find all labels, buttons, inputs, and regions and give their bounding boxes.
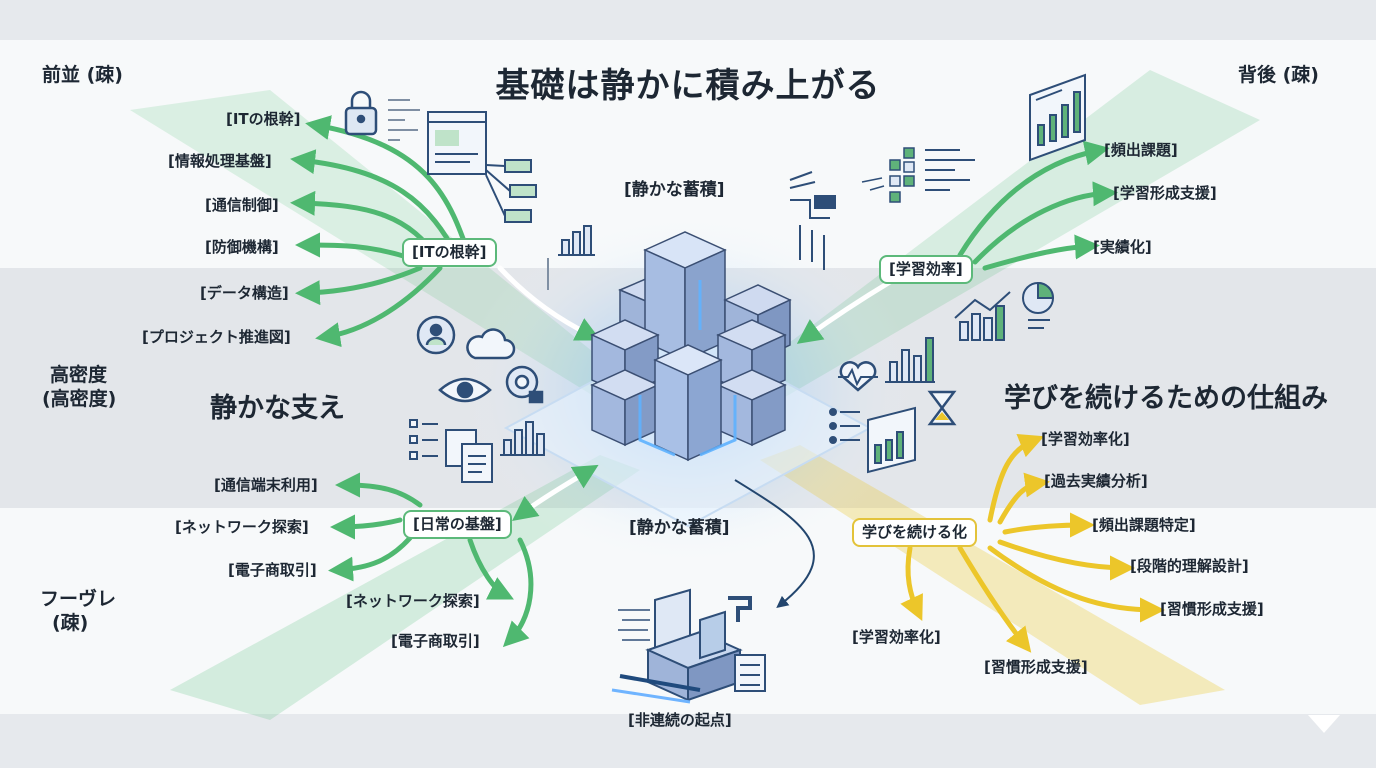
line-chart-icon — [954, 291, 1011, 341]
gear-person-icon — [416, 315, 456, 355]
checklist-right-icon — [829, 408, 860, 444]
branch-label-defense: [防御機構] — [205, 238, 279, 256]
corner-label-mid-left: 高密度 (高密度) — [42, 364, 116, 412]
branch-label-learning-support: [学習形成支援] — [1113, 184, 1217, 202]
label-origin: [非連続の起点] — [628, 711, 732, 729]
hub-learning-efficiency: [学習効率] — [879, 255, 973, 284]
branch-label-network-1: [ネットワーク探索] — [175, 518, 309, 536]
cube-front-center — [653, 344, 723, 462]
branch-label-efficiency-2: [学習効率化] — [852, 628, 941, 646]
gear-lock-icon — [505, 365, 544, 404]
branch-network-1 — [330, 514, 403, 540]
bar-chart-right-icon — [885, 337, 935, 383]
grid-blocks-icon — [861, 147, 915, 203]
branch-learning-support — [972, 181, 1118, 265]
bar-chart-icon — [547, 225, 595, 290]
branch-label-data-structure: [データ構造] — [200, 284, 289, 302]
browser-window-icon — [427, 111, 487, 175]
branch-frequent — [957, 140, 1110, 258]
code-lines-right-icon — [925, 149, 975, 191]
corner-label-bottom-left: フーヴレ (疎) — [40, 588, 116, 636]
branch-label-efficiency-1: [学習効率化] — [1041, 430, 1130, 448]
checklist-icon — [409, 419, 438, 460]
hub-it-root: [ITの根幹] — [402, 238, 497, 267]
branch-label-ecommerce-2: [電子商取引] — [391, 632, 480, 650]
code-lines-icon — [388, 99, 420, 141]
branches-bottom-right — [900, 433, 1165, 653]
label-quiet-accumulation-bottom: [静かな蓄積] — [629, 518, 730, 538]
branch-to-cube-bl — [511, 464, 599, 521]
branch-label-ecommerce-1: [電子商取引] — [228, 561, 317, 579]
branch-results — [982, 234, 1100, 271]
branch-label-past-analysis: [過去実績分析] — [1044, 472, 1148, 490]
arrow-to-origin — [734, 479, 815, 608]
cube-bottom-left — [590, 369, 660, 447]
dashboard-small-icon — [867, 406, 916, 474]
corner-label-top-right: 背後 (疎) — [1238, 64, 1319, 86]
branch-eff-1 — [987, 433, 1045, 523]
section-title-right: 学びを続けるための仕組み — [1004, 383, 1328, 414]
corner-triangle — [1308, 715, 1340, 733]
branch-to-cube-tl — [497, 265, 601, 341]
hourglass-icon — [927, 390, 957, 426]
branch-label-results: [実績化] — [1093, 238, 1152, 256]
branch-label-terminal-use: [通信端末利用] — [214, 476, 318, 494]
flow-diagram-right-icon — [789, 171, 836, 270]
isometric-document-stack-icon — [611, 588, 766, 704]
page-title: 基礎は静かに積み上がる — [495, 66, 881, 106]
corner-label-bottom-left-line1: フーヴレ — [40, 588, 117, 610]
branch-label-frequent-id: [頻出課題特定] — [1092, 516, 1196, 534]
pie-chart-icon — [1022, 281, 1055, 329]
cube-tall-center — [643, 231, 727, 362]
eye-icon — [438, 377, 492, 403]
branch-ecommerce-1 — [328, 535, 413, 582]
hub-continue-learning: 学びを続ける化 — [852, 518, 978, 547]
branch-label-comm-control: [通信制御] — [205, 196, 279, 214]
section-title-left: 静かな支え — [210, 393, 345, 424]
hub-daily-base: [日常の基盤] — [403, 510, 512, 539]
corner-label-mid-left-line1: 高密度 — [50, 364, 108, 386]
branch-network-2 — [467, 537, 514, 600]
cube-bottom-right — [716, 369, 787, 447]
beam-bottom-left — [170, 455, 640, 720]
heart-pulse-icon — [838, 361, 878, 392]
branch-label-stage-design: [段階的理解設計] — [1130, 557, 1249, 575]
isometric-cube-stack-icon — [590, 231, 792, 462]
branch-eff-2 — [900, 545, 923, 622]
dashboard-icon — [1029, 73, 1086, 162]
branch-habit-2 — [957, 545, 1032, 653]
branch-label-info-base: [情報処理基盤] — [168, 152, 272, 170]
branch-label-habit-1: [習慣形成支援] — [1160, 600, 1264, 618]
branch-label-network-2: [ネットワーク探索] — [346, 592, 480, 610]
beam-bottom-right — [760, 445, 1225, 705]
document-icon — [445, 429, 493, 483]
branch-to-cube-tr — [796, 279, 893, 344]
branch-label-project: [プロジェクト推進図] — [142, 328, 291, 346]
flowchart-icon — [485, 159, 537, 223]
branch-defense — [295, 232, 413, 261]
label-quiet-accumulation-top: [静かな蓄積] — [624, 180, 725, 200]
branch-label-it-root: [ITの根幹] — [226, 110, 301, 128]
branch-past-analysis — [997, 472, 1050, 525]
branch-label-frequent: [頻出課題] — [1104, 141, 1178, 159]
lock-icon — [344, 90, 378, 136]
branch-ecommerce-2 — [502, 537, 534, 648]
cloud-icon — [466, 328, 516, 360]
branch-project — [315, 265, 443, 348]
branch-habit-1 — [987, 545, 1165, 623]
branch-label-habit-2: [習慣形成支援] — [984, 658, 1088, 676]
cube-glow-core — [638, 280, 737, 457]
corner-label-top-left: 前並 (疎) — [42, 64, 123, 86]
branch-terminal-use — [335, 472, 423, 508]
branch-data-structure — [295, 265, 423, 306]
branch-stage-design — [997, 539, 1135, 581]
corner-label-mid-left-line2: (高密度) — [42, 387, 117, 410]
branches-top-right — [796, 140, 1118, 344]
bar-chart-small-icon — [500, 421, 545, 456]
corner-label-bottom-left-line2: (疎) — [52, 611, 89, 634]
branches-bottom-left — [328, 464, 599, 648]
branch-frequent-id — [1002, 512, 1095, 538]
